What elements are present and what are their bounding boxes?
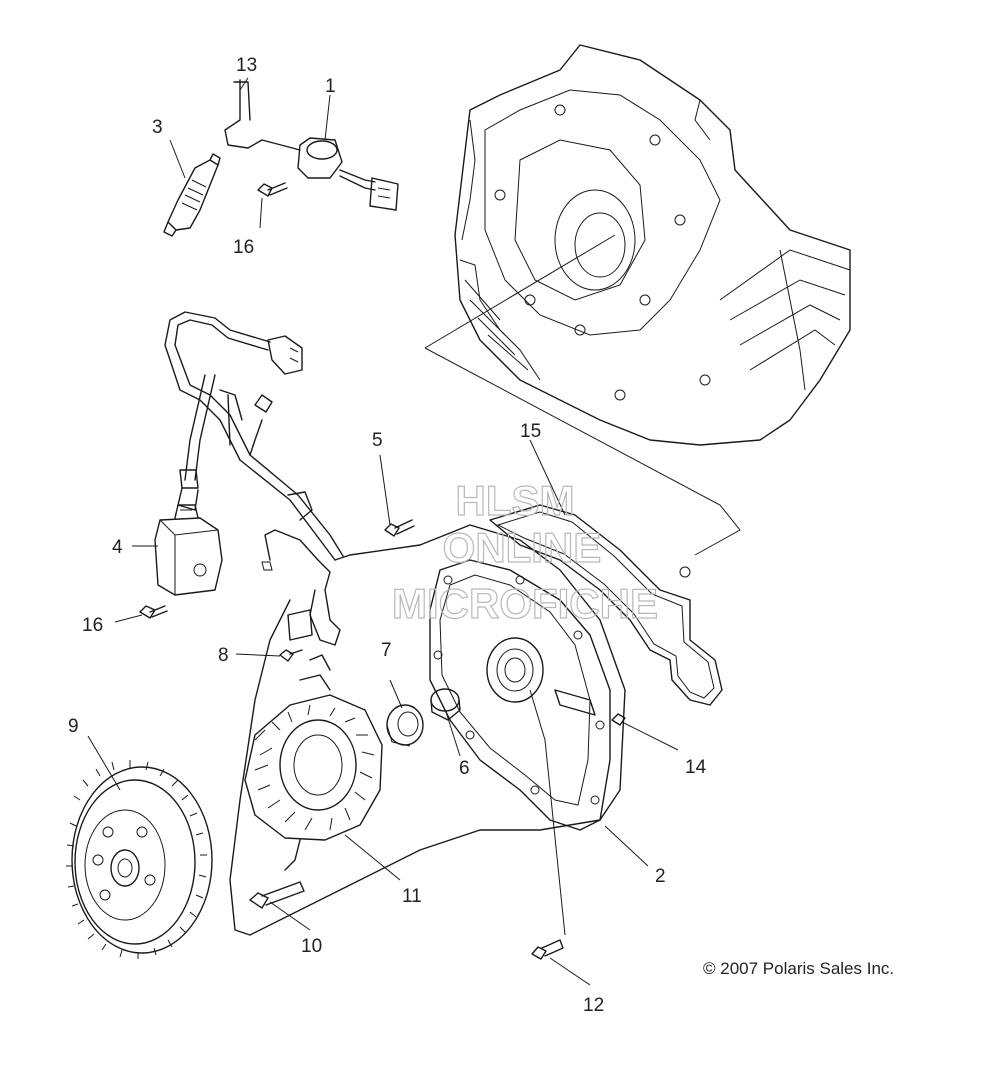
stator-wire-illustration xyxy=(229,524,626,936)
copyright-notice: © 2007 Polaris Sales Inc. xyxy=(703,959,894,978)
callout-8: 8 xyxy=(218,645,229,666)
callout-5: 5 xyxy=(372,430,383,451)
wiring-harness-illustration xyxy=(164,311,344,561)
callout-6: 6 xyxy=(459,758,470,779)
seal-illustration xyxy=(386,704,424,747)
bolt-illustration xyxy=(531,939,564,960)
bolt-illustration xyxy=(249,881,305,909)
crankcase-illustration xyxy=(454,44,851,446)
callout-7: 7 xyxy=(381,640,392,661)
spark-plug-illustration xyxy=(163,153,221,237)
assembly-reference-line xyxy=(424,234,616,349)
callout-4: 4 xyxy=(112,537,123,558)
assembly-reference-line xyxy=(424,347,741,556)
stator-lead-illustration xyxy=(261,529,341,646)
stator-cover-illustration xyxy=(429,559,611,831)
screw-illustration xyxy=(139,605,168,619)
callout-2: 2 xyxy=(655,866,666,887)
watermark-line2: ONLINE xyxy=(443,524,602,571)
screw-illustration xyxy=(384,519,415,537)
leader-lines xyxy=(87,77,679,986)
callout-9: 9 xyxy=(68,716,79,737)
callout-1: 1 xyxy=(325,76,336,97)
screw-illustration xyxy=(257,182,288,197)
callout-14: 14 xyxy=(685,757,707,778)
gasket-illustration xyxy=(489,504,723,706)
flywheel-illustration xyxy=(66,760,213,959)
callout-12: 12 xyxy=(583,995,604,1016)
watermark-line1: HLSM xyxy=(456,477,575,524)
callout-16-lower: 16 xyxy=(82,615,103,636)
callout-13: 13 xyxy=(236,55,257,76)
callout-11: 11 xyxy=(402,886,422,907)
callout-3: 3 xyxy=(152,117,163,138)
watermark-line3: MICROFICHE xyxy=(392,580,658,627)
stator-illustration xyxy=(244,654,383,871)
callout-15: 15 xyxy=(520,421,541,442)
regulator-illustration xyxy=(154,504,223,596)
callout-16-upper: 16 xyxy=(233,237,254,258)
screw-illustration xyxy=(611,713,626,726)
bushing-illustration xyxy=(430,688,461,721)
callout-10: 10 xyxy=(301,936,322,957)
ignition-coil-illustration xyxy=(224,79,399,211)
screw-illustration xyxy=(279,649,303,662)
